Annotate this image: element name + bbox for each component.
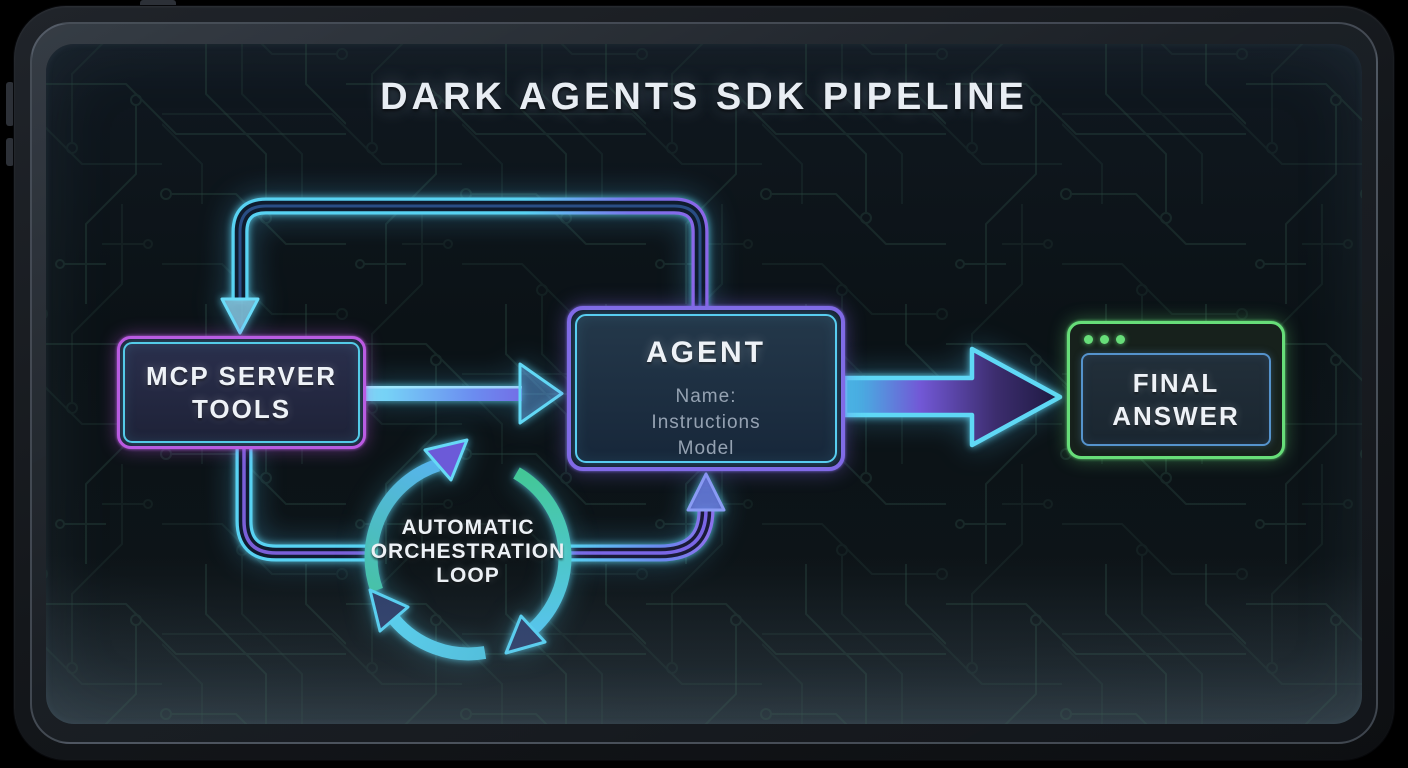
loop-label-line-2: ORCHESTRATION — [370, 540, 566, 563]
page-title: DARK AGENTS SDK PIPELINE — [380, 76, 1028, 118]
agent-field-model: Model — [677, 438, 735, 459]
device-top-button — [140, 0, 176, 8]
node-final-answer: FINAL ANSWER — [1067, 321, 1285, 459]
pipe-loop-to-agent — [568, 472, 726, 562]
orchestration-loop-label: AUTOMATIC ORCHESTRATION LOOP — [348, 516, 588, 588]
loop-label-line-3: LOOP — [436, 564, 500, 587]
connector-layer — [220, 197, 1063, 661]
node-final-inner-panel: FINAL ANSWER — [1081, 353, 1271, 446]
device-left-button-1 — [6, 82, 14, 126]
final-answer-label: FINAL ANSWER — [1112, 367, 1240, 431]
node-mcp-inner-panel: MCP SERVER TOOLS — [123, 342, 360, 443]
node-agent: AGENT Name: Instructions Model — [567, 306, 845, 471]
agent-field-instructions: Instructions — [651, 412, 761, 433]
window-dot-icon — [1100, 335, 1109, 344]
arrow-mcp-to-agent — [366, 362, 564, 425]
node-mcp-server-tools: MCP SERVER TOOLS — [117, 336, 366, 449]
agent-field-name: Name: — [675, 386, 737, 407]
agent-fields: Name: Instructions Model — [651, 384, 760, 462]
pipe-mcp-to-loop — [235, 449, 368, 562]
window-dot-icon — [1116, 335, 1125, 344]
agent-label: AGENT — [646, 336, 766, 369]
diagram-screen: DARK AGENTS SDK PIPELINE MCP SERVER TOOL… — [46, 44, 1362, 724]
pipe-agent-to-mcp-top — [220, 197, 709, 335]
orchestration-loop-icon — [364, 438, 572, 661]
arrow-agent-to-final — [842, 346, 1063, 448]
mcp-label: MCP SERVER TOOLS — [146, 360, 337, 424]
device-left-button-2 — [6, 138, 14, 166]
window-dot-icon — [1084, 335, 1093, 344]
arrowhead-into-mcp — [220, 297, 260, 335]
arrowhead-into-agent — [686, 472, 726, 512]
loop-label-line-1: AUTOMATIC — [401, 516, 535, 539]
window-dots-icon — [1084, 335, 1125, 344]
node-agent-inner-panel: AGENT Name: Instructions Model — [575, 314, 837, 463]
